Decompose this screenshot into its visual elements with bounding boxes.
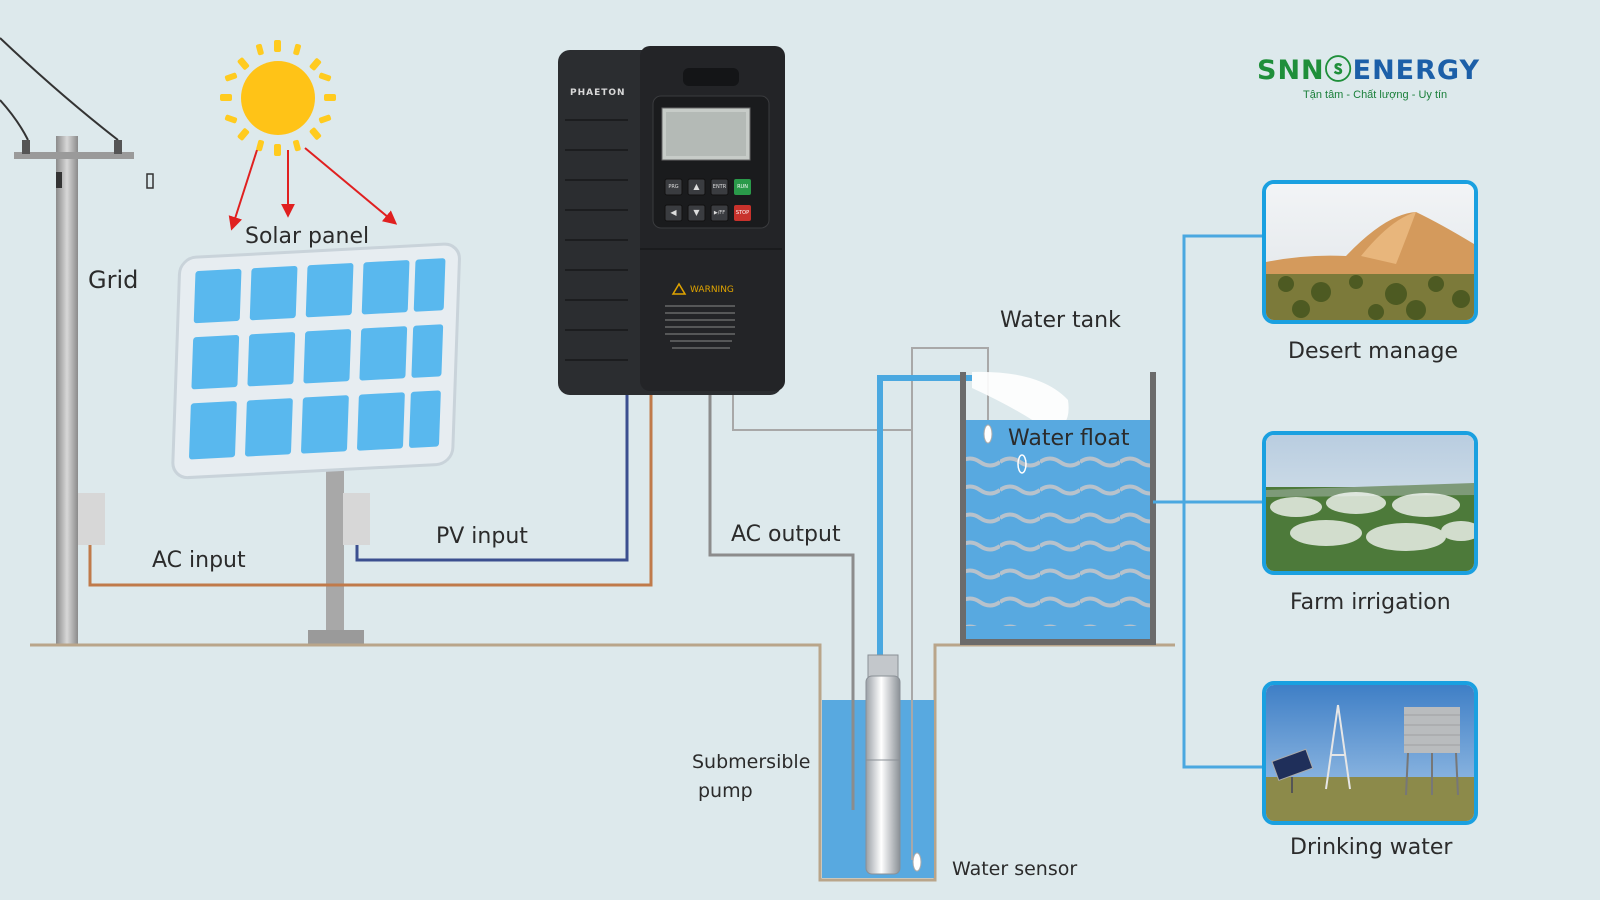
- brand-name-part1: SNN: [1257, 55, 1325, 86]
- desert-manage-photo: [1262, 180, 1478, 324]
- label-water-sensor: Water sensor: [952, 858, 1078, 880]
- key-prg[interactable]: PRG: [668, 184, 679, 190]
- ground-line: [30, 643, 1175, 882]
- ac-input-wire: [88, 395, 653, 587]
- inverter-warning: WARNING: [690, 285, 734, 295]
- key-enter[interactable]: ENTR: [712, 184, 727, 190]
- key-shift[interactable]: ▶/FF: [713, 210, 726, 216]
- label-farm-irrigation: Farm irrigation: [1290, 590, 1451, 615]
- sunlight-arrows: [228, 147, 398, 231]
- key-left[interactable]: ◀: [670, 208, 677, 217]
- label-water-float: Water float: [1008, 426, 1130, 451]
- grid-pole: [0, 37, 154, 646]
- water-pipe: [877, 375, 972, 662]
- submersible-pump: [865, 654, 922, 875]
- key-stop[interactable]: STOP: [735, 210, 750, 216]
- label-solar-panel: Solar panel: [245, 224, 370, 249]
- water-tank: [960, 372, 1156, 645]
- brand-tagline: Tận tâm - Chất lượng - Uy tín: [1303, 89, 1448, 101]
- ac-output-wire: [708, 395, 855, 810]
- solar-panel: [171, 242, 461, 646]
- brand-name: SNNⓢENERGY: [1257, 48, 1497, 87]
- farm-irrigation-photo: [1262, 431, 1478, 575]
- label-submersible-pump-line1: Submersible: [692, 751, 811, 773]
- key-run[interactable]: RUN: [737, 184, 748, 190]
- key-up[interactable]: ▲: [693, 182, 700, 191]
- float-signal-wire: [732, 395, 913, 860]
- label-submersible-pump-line2: pump: [698, 780, 753, 802]
- sun-icon: [220, 40, 336, 156]
- pv-input-wire: [355, 395, 629, 562]
- label-ac-input: AC input: [152, 548, 246, 573]
- inverter-keypad: PRG ▲ ENTR RUN ◀ ▼ ▶/FF STOP: [665, 179, 751, 221]
- label-water-tank: Water tank: [1000, 308, 1121, 333]
- water-spray: [972, 371, 1069, 432]
- label-pv-input: PV input: [436, 524, 528, 549]
- brand-bolt-icon: ⓢ: [1324, 55, 1353, 86]
- inverter: [558, 46, 785, 395]
- label-grid: Grid: [88, 266, 139, 294]
- label-drinking-water: Drinking water: [1290, 835, 1453, 860]
- key-down[interactable]: ▼: [693, 208, 700, 217]
- drinking-water-photo: [1262, 681, 1478, 825]
- label-desert-manage: Desert manage: [1288, 339, 1458, 364]
- inverter-brand: PHAETON: [570, 88, 626, 98]
- brand-name-part2: ENERGY: [1352, 55, 1481, 86]
- brand-logo: SNNⓢENERGY Tận tâm - Chất lượng - Uy tín: [1257, 48, 1497, 118]
- label-ac-output: AC output: [731, 522, 841, 547]
